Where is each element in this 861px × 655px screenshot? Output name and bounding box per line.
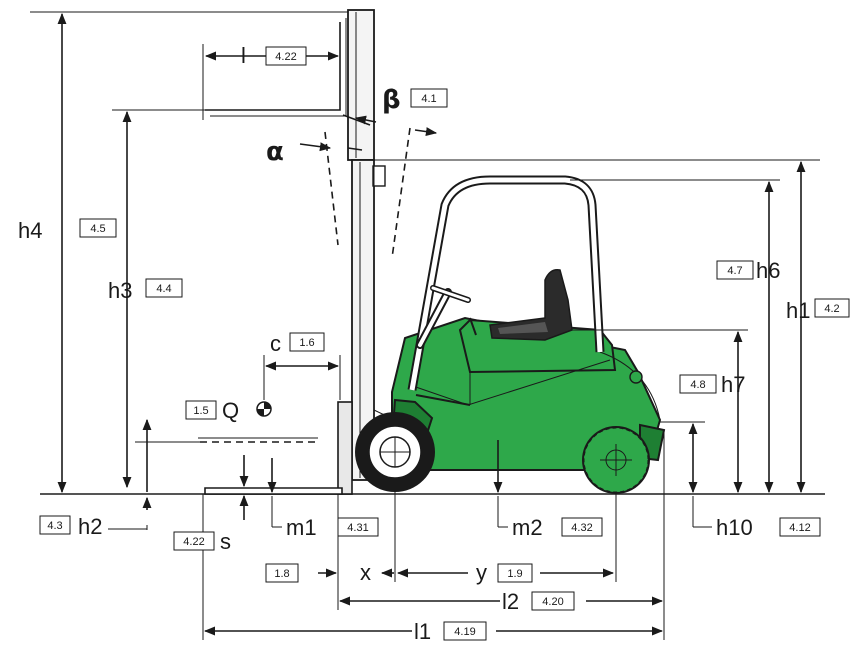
ref-l1: 4.19 (454, 626, 475, 638)
label-h2: h2 (78, 514, 102, 539)
label-h10: h10 (716, 515, 753, 540)
raised-fork (202, 18, 371, 126)
ref-h10: 4.12 (789, 522, 810, 534)
label-alpha: α (266, 137, 284, 167)
label-c: c (270, 331, 281, 356)
front-wheel (355, 412, 435, 492)
mast (347, 9, 396, 481)
ref-y: 1.9 (507, 568, 522, 580)
label-q: Q (222, 398, 239, 423)
ref-beta: 4.1 (421, 93, 436, 105)
ref-h1: 4.2 (824, 303, 839, 315)
ref-m2: 4.32 (571, 522, 592, 534)
label-l1: l1 (414, 619, 431, 644)
label-s: s (220, 529, 231, 554)
label-y: y (476, 560, 487, 585)
steering (416, 285, 477, 349)
label-h7: h7 (721, 372, 745, 397)
ref-s: 4.22 (183, 536, 204, 548)
tilt-forward-line (324, 131, 339, 246)
ref-h3: 4.4 (156, 283, 171, 295)
overhead-guard (407, 175, 605, 406)
ref-c: 1.6 (299, 337, 314, 349)
seat (489, 268, 573, 341)
ref-l2: 4.20 (542, 596, 563, 608)
ref-x: 1.8 (274, 568, 289, 580)
label-h6: h6 (756, 258, 780, 283)
rear-wheel (582, 426, 650, 494)
ref-h2: 4.3 (47, 520, 62, 532)
label-x: x (360, 560, 371, 585)
ref-h7: 4.8 (690, 379, 705, 391)
ref-m1: 4.31 (347, 522, 368, 534)
label-h3: h3 (108, 278, 132, 303)
label-h4: h4 (18, 218, 42, 243)
load-centre-symbol (256, 401, 272, 417)
label-h1: h1 (786, 298, 810, 323)
upper-mast (347, 9, 375, 161)
label-m2: m2 (512, 515, 543, 540)
label-m1: m1 (286, 515, 317, 540)
label-l2: l2 (502, 589, 519, 614)
ref-q: 1.5 (193, 405, 208, 417)
label-l: l (241, 43, 246, 68)
ref-h4: 4.5 (90, 223, 105, 235)
ref-h6: 4.7 (727, 265, 742, 277)
label-beta: β (382, 85, 401, 115)
ref-l: 4.22 (275, 51, 296, 63)
tilt-back-line (391, 127, 411, 259)
